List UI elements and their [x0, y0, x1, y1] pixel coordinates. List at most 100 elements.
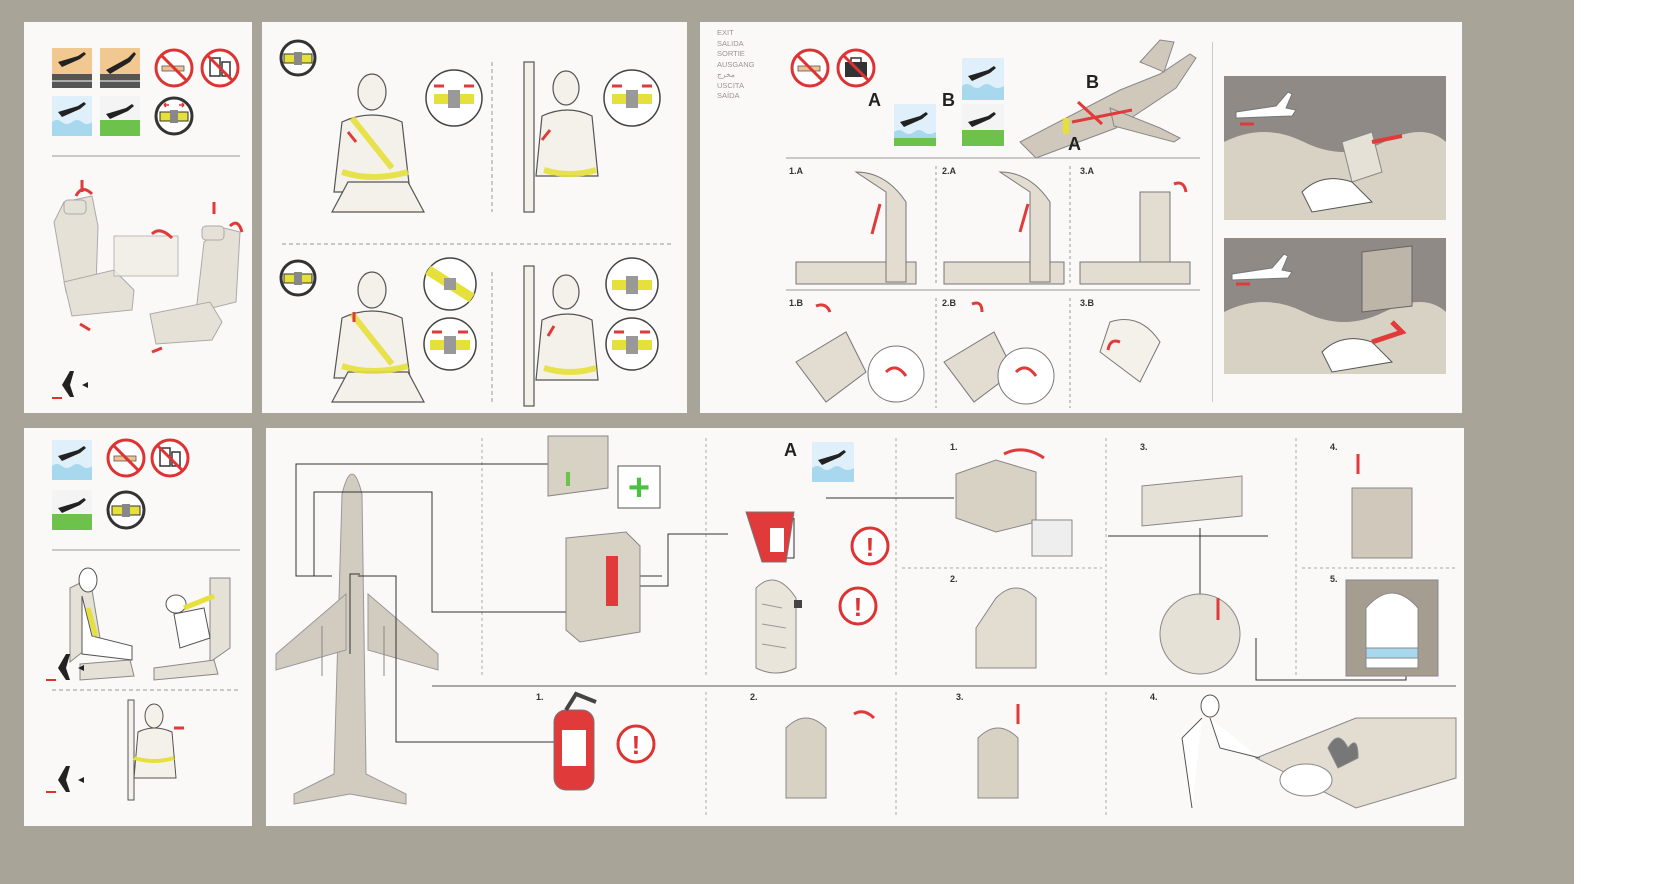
water-landing-icon [52, 96, 92, 136]
extinguisher-step-figures [785, 717, 1457, 809]
raft-step-label: 5. [1330, 574, 1338, 584]
raft-arrows [1003, 448, 1360, 620]
passenger-figure [127, 699, 177, 801]
seat-position-illustration [48, 48, 244, 399]
exit-step-label: 3.A [1080, 166, 1095, 176]
panel-equipment: + ! ! [266, 428, 1464, 826]
fire-extinguisher-icon [553, 691, 597, 791]
door-evacuation-scene [1224, 238, 1446, 374]
belt-arrows [346, 129, 556, 337]
exit-marker-a: A [868, 90, 881, 110]
exit-label: SAÍDA [717, 91, 740, 100]
passenger-figure [331, 73, 425, 213]
no-electronics-icon [150, 438, 190, 478]
panel-exits: EXIT SALIDA SORTIE AUSGANG مخرج USCITA S… [700, 22, 1228, 413]
life-vest-figure [755, 579, 802, 674]
buckle-detail [425, 69, 483, 127]
raft-step-label: 2. [950, 574, 958, 584]
exit-step-label: 1.B [789, 298, 804, 308]
survival-kit [745, 511, 795, 563]
exit-illustration [786, 39, 1200, 408]
exit-label: EXIT [717, 28, 734, 37]
no-smoking-icon [790, 48, 830, 88]
passenger-figure [523, 61, 599, 213]
first-aid-icon: + [617, 465, 661, 509]
panel-seat-positions [24, 22, 252, 413]
buckle-detail [423, 317, 477, 371]
seatbelt-illustration [279, 39, 672, 407]
adjust-arrows [74, 180, 244, 354]
exit-steps-grid [935, 166, 1071, 408]
club-seats-figure [53, 195, 241, 345]
warning-symbol: ! [854, 592, 863, 622]
exit-label: مخرج [717, 70, 735, 79]
panel-brace-positions [24, 428, 252, 826]
evacuation-scenes [1212, 42, 1446, 402]
extinguisher-step-label: 1. [536, 692, 544, 702]
passenger-figure [1181, 694, 1261, 809]
exit-label: SORTIE [717, 49, 745, 58]
belt-straps [341, 116, 597, 375]
extinguisher-step-label: 2. [750, 692, 758, 702]
water-landing-icon [894, 104, 936, 146]
water-landing-icon [52, 440, 92, 480]
warning-symbol: ! [866, 532, 875, 562]
extinguisher-step-label: 3. [956, 692, 964, 702]
water-landing-icon [812, 442, 854, 482]
raft-step-label: 3. [1140, 442, 1148, 452]
no-baggage-icon [836, 48, 876, 88]
land-landing-icon [100, 96, 140, 136]
landing-icon [52, 48, 92, 88]
extinguisher-arrows [853, 704, 1020, 724]
section-dividers [481, 438, 1456, 818]
seatbelt-icon [106, 490, 146, 530]
exit-label: AUSGANG [717, 59, 755, 69]
warning-icon: ! [838, 586, 878, 626]
panel-seatbelt [262, 22, 687, 413]
exit-step-label: 1.A [789, 166, 804, 176]
exit-step-scenes [795, 171, 1191, 405]
raft-step-figures [955, 459, 1439, 677]
smoke-evacuation-scene [1224, 76, 1446, 220]
airplane-exit-diagram [1019, 39, 1197, 159]
airplane-icon [44, 654, 84, 681]
buckle-detail [423, 257, 477, 311]
exit-marker-a: A [1068, 134, 1081, 154]
passenger-figure [331, 271, 425, 403]
passenger-figure [78, 567, 211, 661]
brace-illustration [44, 438, 240, 801]
airplane-icon [48, 371, 88, 399]
no-smoking-icon [154, 48, 194, 88]
land-landing-icon [962, 104, 1004, 146]
seatbelt-icon [279, 259, 317, 297]
exit-arrows [815, 181, 1188, 377]
passenger-figure [523, 265, 599, 407]
exit-step-label: 2.A [942, 166, 957, 176]
exit-step-label: 2.B [942, 298, 957, 308]
equipment-illustration: + ! ! [275, 435, 1457, 818]
airplane-icon [44, 766, 84, 793]
warning-symbol: ! [632, 730, 641, 760]
exit-marker-b: B [942, 90, 955, 110]
buckle-detail [605, 317, 659, 371]
exit-label-list: EXIT SALIDA SORTIE AUSGANG مخرج USCITA S… [717, 28, 755, 102]
exit-label: USCITA [717, 80, 744, 90]
exit-step-label: 3.B [1080, 298, 1095, 308]
no-electronics-icon [200, 48, 240, 88]
safety-card: EXIT SALIDA SORTIE AUSGANG مخرج USCITA S… [0, 0, 1574, 884]
water-landing-icon [962, 58, 1004, 100]
buckle-detail [605, 257, 659, 311]
buckle-detail [603, 69, 661, 127]
first-aid-symbol: + [628, 467, 650, 509]
panel-evacuation-scenes [1212, 22, 1462, 413]
raft-step-label: 4. [1330, 442, 1338, 452]
raft-step-label: 1. [950, 442, 958, 452]
seatbelt-icon [154, 96, 194, 136]
exit-label: SALIDA [717, 38, 744, 48]
no-smoking-icon [106, 438, 146, 478]
extinguisher-step-label: 4. [1150, 692, 1158, 702]
aircraft-floorplan [275, 473, 439, 805]
belt-straps [85, 607, 99, 637]
land-landing-icon [52, 490, 92, 530]
first-aid-cabinet [547, 435, 609, 497]
